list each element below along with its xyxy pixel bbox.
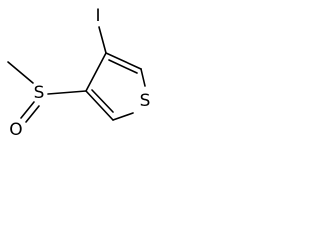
atom-label-sulfoxide-sulfur: S — [34, 83, 45, 103]
bond-c5-ring-sulfur — [140, 68, 146, 87]
bond-c4-iodine — [98, 26, 107, 54]
atom-label-sulfoxide-oxygen: O — [9, 120, 22, 140]
bond-sulfoxide-sulfur-oxygen-double — [25, 105, 40, 123]
bond-ring-sulfur-c2 — [112, 112, 134, 121]
structure-diagram: I S O S — [7, 6, 151, 140]
bond-c2-c3-double — [91, 89, 114, 113]
bond-sulfoxide-sulfur-oxygen — [20, 101, 35, 119]
bond-c2-c3 — [85, 90, 114, 121]
bond-sulfoxide-sulfur-methyl — [7, 61, 34, 84]
molecule-canvas: I S O S — [0, 0, 161, 145]
atom-label-iodine: I — [95, 6, 100, 26]
bond-c3-c4 — [85, 52, 107, 92]
bond-c4-c5 — [105, 52, 142, 70]
bond-c4-c5-double — [108, 59, 138, 74]
bond-c3-sulfoxide-sulfur — [47, 90, 87, 95]
atom-label-ring-sulfur: S — [140, 91, 151, 111]
